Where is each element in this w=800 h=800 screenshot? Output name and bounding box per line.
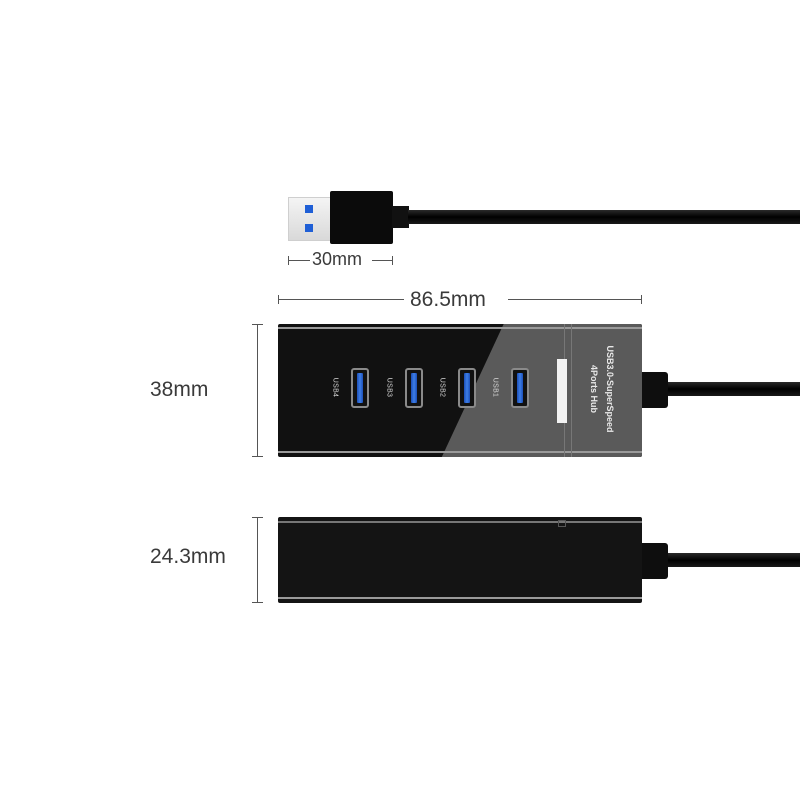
port-label: USB2 <box>438 377 446 398</box>
hub-text-line2: 4Ports Hub <box>589 364 599 413</box>
usb-port-2: USB2 <box>438 368 476 408</box>
dimension-line <box>508 299 642 300</box>
hub-text-line1: USB3.0-SuperSpeed <box>605 345 615 433</box>
usb-plug-body <box>330 191 393 244</box>
hub-bottom-rim <box>278 451 642 453</box>
hub-top-view: USB4 USB3 USB2 USB1 USB3.0-SuperSpeed 4P… <box>278 324 642 457</box>
usb-port-icon <box>405 368 423 408</box>
usb-port-1: USB1 <box>491 368 529 408</box>
usb-pin-icon <box>305 224 313 232</box>
usb-port-icon <box>458 368 476 408</box>
hub-side-view <box>278 517 642 603</box>
hub-cable-collar <box>642 543 668 579</box>
hub-length-label: 86.5mm <box>410 288 486 311</box>
dimension-line <box>257 517 258 602</box>
usb-cable-top <box>408 210 800 224</box>
port-label: USB3 <box>385 377 393 398</box>
usb-pin-icon <box>305 205 313 213</box>
hub-cable-side <box>668 553 800 567</box>
dimension-line <box>372 260 393 261</box>
dimension-hub-length: 86.5mm <box>278 288 642 312</box>
plug-length-label: 30mm <box>312 249 363 269</box>
hub-top-rim <box>278 327 642 329</box>
plug-strain-relief <box>392 206 409 228</box>
usb-plug-metal-shell <box>288 197 334 241</box>
hub-cable <box>668 382 800 396</box>
dimension-tick <box>392 256 393 265</box>
dimension-tick <box>252 602 263 603</box>
port-label: USB4 <box>331 377 339 398</box>
dimension-line <box>278 299 404 300</box>
usb-port-4: USB4 <box>331 368 369 408</box>
dimension-line <box>288 260 310 261</box>
hub-top-rim <box>278 521 642 523</box>
dimension-plug-length: 30mm <box>288 249 393 270</box>
hub-height-label: 24.3mm <box>150 545 226 568</box>
hub-width-label: 38mm <box>150 378 209 401</box>
hub-cable-collar <box>642 372 668 408</box>
hub-seam-mark <box>558 520 566 527</box>
dimension-tick <box>641 295 642 304</box>
usb-port-icon <box>351 368 369 408</box>
led-indicator-window <box>557 359 567 423</box>
hub-divider <box>571 324 572 457</box>
dimension-line <box>257 324 258 456</box>
port-label: USB1 <box>491 377 499 398</box>
usb-port-icon <box>511 368 529 408</box>
hub-bottom-rim <box>278 597 642 599</box>
usb-port-3: USB3 <box>385 368 423 408</box>
dimension-tick <box>252 456 263 457</box>
